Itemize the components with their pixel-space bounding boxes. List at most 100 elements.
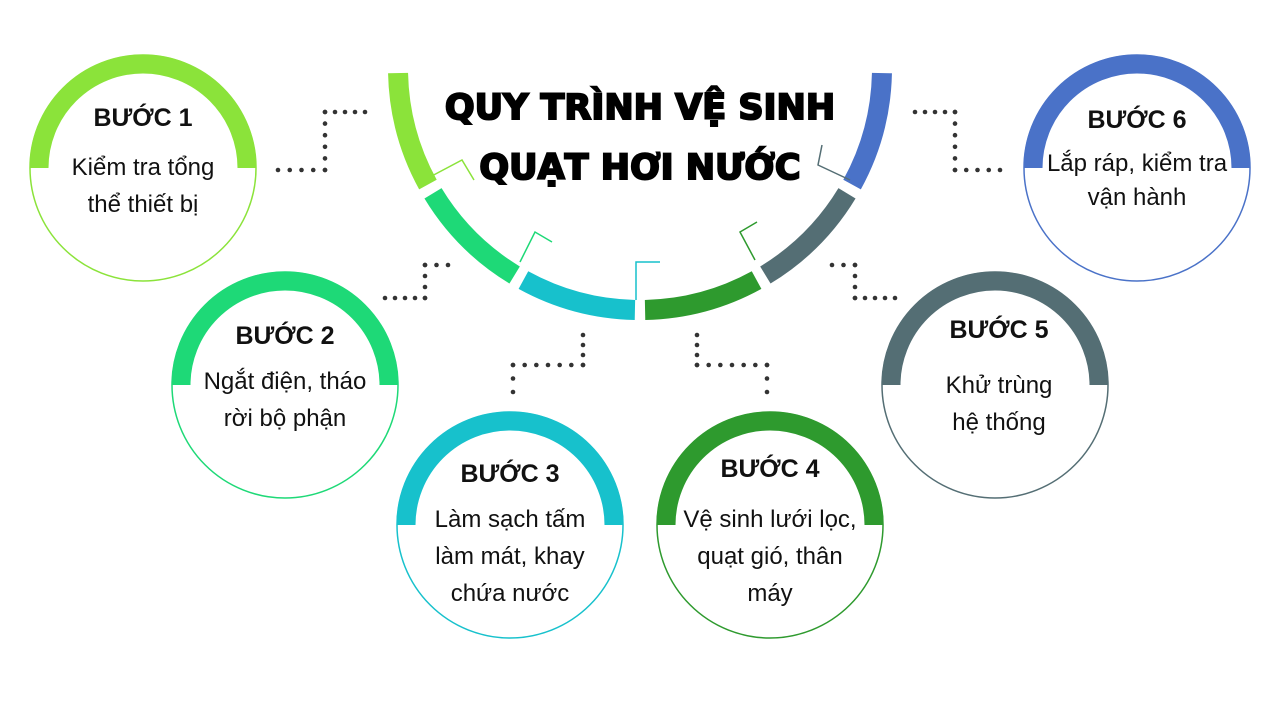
- connector-dot: [322, 167, 328, 173]
- connector-dot: [729, 362, 735, 368]
- connector-dot: [275, 167, 281, 173]
- connector-dot: [753, 362, 758, 368]
- step-6-title: BƯỚC 6: [1087, 106, 1187, 134]
- connector-dot: [764, 389, 770, 395]
- connector-dot: [741, 362, 746, 368]
- step-1-line: Kiểm tra tổng: [71, 154, 215, 181]
- connector-dot: [922, 109, 928, 115]
- connector-dot: [322, 156, 328, 161]
- connector-dot: [882, 295, 888, 301]
- connector-dot: [422, 284, 428, 290]
- arrow-icon: [738, 221, 758, 261]
- step-circle-arc: [396, 411, 624, 526]
- step-6: BƯỚC 6 Lắp ráp, kiểm tra vận hành: [1027, 106, 1247, 215]
- connector-dot: [952, 132, 958, 138]
- connector-dot: [310, 167, 316, 173]
- connector-dot: [422, 273, 428, 279]
- title-line-1: QUY TRÌNH VỆ SINH: [444, 87, 836, 129]
- connector-dot: [402, 295, 408, 301]
- connector-dot: [942, 109, 948, 115]
- connector-dot: [332, 109, 338, 115]
- step-3-line: Làm sạch tấm: [434, 506, 586, 533]
- connector-dot: [569, 362, 574, 368]
- step-circle-arc: [881, 271, 1109, 386]
- step-circle-arc: [171, 271, 399, 386]
- step-2-line: rời bộ phận: [223, 405, 347, 432]
- connector-dot: [952, 121, 958, 126]
- connector-dot: [522, 362, 527, 368]
- arrow-icon: [635, 261, 660, 300]
- connector-dot: [829, 262, 835, 268]
- connector-dot: [706, 362, 711, 368]
- connector-dot: [694, 362, 700, 368]
- step-6-line: Lắp ráp, kiểm tra: [1046, 150, 1228, 177]
- connector-dot: [322, 144, 328, 150]
- connector-dot: [841, 262, 846, 268]
- title-line-2: QUẠT HƠI NƯỚC: [478, 147, 801, 189]
- step-circle-arc: [1023, 54, 1251, 169]
- connector-dot: [510, 362, 516, 368]
- step-5: BƯỚC 5 Khử trùng hệ thống: [889, 316, 1109, 441]
- connector-dot: [872, 295, 878, 301]
- central-arc-segment: [424, 188, 520, 284]
- connector-dot: [322, 109, 328, 115]
- step-3-title: BƯỚC 3: [460, 460, 560, 488]
- arrow-icon: [817, 144, 851, 181]
- connector-dot: [975, 167, 980, 173]
- step-4-line: máy: [747, 580, 793, 607]
- connector-dot: [299, 167, 304, 173]
- connector-dot: [862, 295, 868, 301]
- step-5-line: Khử trùng: [945, 372, 1053, 399]
- connector-dot: [322, 121, 328, 126]
- connector-dot: [434, 262, 439, 268]
- connector-dot: [412, 295, 418, 301]
- connector-dot: [852, 284, 858, 290]
- connector-dot: [963, 167, 969, 173]
- step-1: BƯỚC 1 Kiểm tra tổng thể thiết bị: [33, 104, 253, 223]
- connector-dot: [694, 352, 700, 358]
- connector-dot: [694, 342, 700, 348]
- step-2-title: BƯỚC 2: [235, 322, 335, 350]
- connector-dot: [580, 332, 586, 338]
- connector-dot: [932, 109, 938, 115]
- central-arc-segment: [388, 72, 437, 190]
- connector-dot: [852, 262, 858, 268]
- step-4-title: BƯỚC 4: [720, 455, 820, 483]
- connector-dot: [422, 295, 428, 301]
- connector-dot: [912, 109, 918, 115]
- connector-dot: [322, 132, 328, 138]
- connector-dot: [852, 273, 858, 279]
- central-arc-segment: [518, 271, 636, 320]
- step-circle-arc: [656, 411, 884, 526]
- connector-dot: [952, 156, 958, 161]
- connector-dot: [580, 342, 586, 348]
- step-1-title: BƯỚC 1: [93, 104, 193, 132]
- connector-dot: [892, 295, 898, 301]
- connector-dot: [352, 109, 358, 115]
- connector-dot: [694, 332, 700, 338]
- step-5-line: hệ thống: [952, 409, 1046, 436]
- arrow-icon: [519, 230, 553, 263]
- step-1-line: thể thiết bị: [87, 191, 199, 218]
- connector-dot: [718, 362, 723, 368]
- connector-dot: [545, 362, 551, 368]
- step-4-line: quạt gió, thân: [697, 543, 843, 570]
- central-arc-segment: [843, 72, 892, 190]
- step-5-title: BƯỚC 5: [949, 316, 1049, 344]
- step-circle-arc: [29, 54, 257, 169]
- connector-dot: [952, 109, 958, 115]
- connector-dot: [764, 362, 770, 368]
- connector-dot: [580, 362, 586, 368]
- step-6-line: vận hành: [1087, 184, 1187, 211]
- connector-dot: [534, 362, 539, 368]
- step-3-line: làm mát, khay: [435, 543, 585, 570]
- connector-dot: [952, 144, 958, 150]
- connector-dot: [557, 362, 562, 368]
- step-4: BƯỚC 4 Vệ sinh lưới lọc, quạt gió, thân má…: [660, 455, 880, 612]
- connector-dot: [952, 167, 958, 173]
- connector-dot: [997, 167, 1003, 173]
- arrow-icon: [427, 159, 475, 181]
- step-4-line: Vệ sinh lưới lọc,: [683, 506, 857, 533]
